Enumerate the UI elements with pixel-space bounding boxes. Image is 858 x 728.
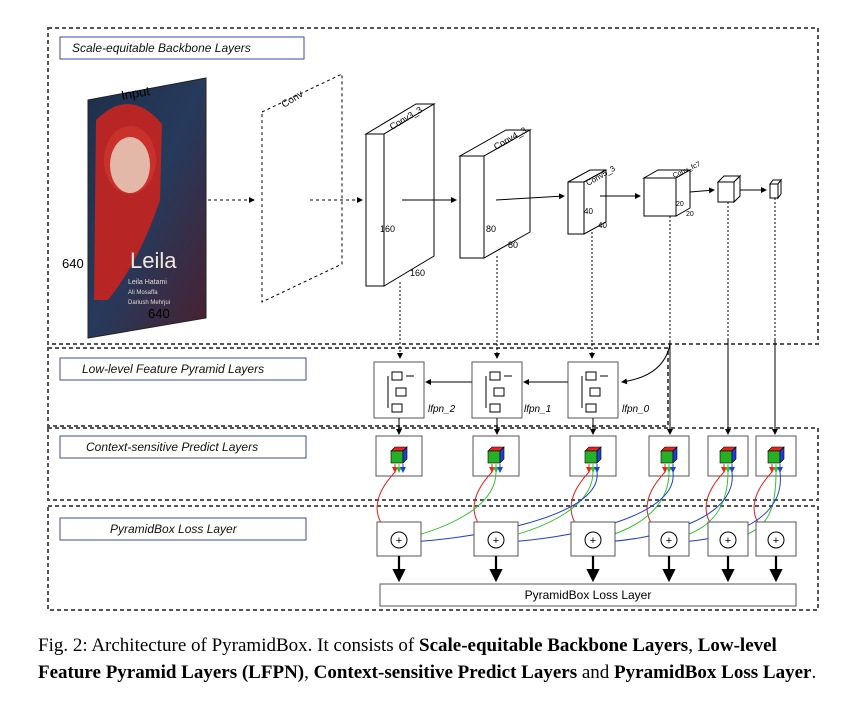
conv4-block <box>458 129 532 259</box>
sum-node <box>660 531 678 549</box>
lfpn-label: Low-level Feature Pyramid Layers <box>82 362 264 376</box>
loss-frame <box>47 505 819 611</box>
backbone-to-cpm-dotted <box>669 198 776 340</box>
input-image: Leila Leila Hatami Ali Mosaffa Dariush M… <box>87 77 207 339</box>
conv5-w: 40 <box>598 221 607 230</box>
lfpn-module <box>471 361 523 419</box>
conv4-to-conv5-arrow <box>495 193 565 201</box>
plus-symbol: + <box>773 535 779 547</box>
plus-symbol: + <box>725 535 731 547</box>
conv-plane: Conv <box>261 73 343 303</box>
cpm-cube <box>390 446 408 464</box>
cpm-cube <box>487 446 505 464</box>
caption-sep-2: , <box>304 662 314 683</box>
conv-label: Conv <box>280 89 306 111</box>
caption-bold-2: Low-level Feature Pyramid Layers (LFPN) <box>38 635 777 683</box>
lfpn-module <box>373 361 425 419</box>
poster-title: Leila <box>130 248 177 273</box>
loss-section-label: PyramidBox Loss Layer <box>110 522 238 536</box>
fc7-w: 20 <box>686 211 694 218</box>
cpm-cube <box>660 446 678 464</box>
lfpn-1-label: lfpn_1 <box>524 404 551 415</box>
backbone-to-cpm-solid <box>621 340 778 435</box>
lfpn-modules <box>373 361 619 419</box>
final-loss-label: PyramidBox Loss Layer <box>525 588 652 602</box>
poster-line-1: Leila Hatami <box>128 279 167 286</box>
fc7-block <box>642 169 692 217</box>
lfpn-2-label: lfpn_2 <box>428 404 456 415</box>
sum-node <box>767 531 785 549</box>
caption-prefix: Fig. 2: Architecture of PyramidBox. It c… <box>38 635 420 656</box>
caption-bold-3: Context-sensitive Predict Layers <box>313 662 578 683</box>
caption-bold-4: PyramidBox Loss Layer <box>614 662 812 683</box>
lfpn-to-cpm-arrows <box>396 418 596 435</box>
plus-symbol: + <box>666 535 672 547</box>
sum-node <box>390 531 408 549</box>
lfpn-0-label: lfpn_0 <box>622 404 650 415</box>
sum-node <box>487 531 505 549</box>
caption-sep-3: and <box>577 662 615 683</box>
backbone-label: Scale-equitable Backbone Layers <box>72 41 251 55</box>
loss-box <box>570 521 616 557</box>
figure-caption: Fig. 2: Architecture of PyramidBox. It c… <box>38 632 838 686</box>
conv5-h: 40 <box>584 207 593 216</box>
conv5-block <box>567 169 607 235</box>
caption-sep-1: , <box>688 635 698 656</box>
conv4-h: 80 <box>486 224 496 234</box>
final-loss-box <box>379 583 797 607</box>
cpm-cube <box>719 446 737 464</box>
conv3-h: 160 <box>380 224 395 234</box>
sum-node <box>584 531 602 549</box>
plus-symbol: + <box>590 535 596 547</box>
fc7-h: 20 <box>676 201 684 208</box>
input-label: Input <box>120 83 151 103</box>
input-width-label: 640 <box>148 306 170 321</box>
fc7-to-conv6-arrow <box>689 187 715 194</box>
cpm-cube <box>767 446 785 464</box>
cpm-frame <box>47 427 819 501</box>
backbone-to-lfpn-arrows <box>397 232 595 359</box>
blue-arrow <box>676 471 781 545</box>
section-label-loss: PyramidBox Loss Layer <box>59 517 307 541</box>
caption-suffix: . <box>811 662 817 683</box>
input-height-label: 640 <box>62 256 84 271</box>
cpm-label: Context-sensitive Predict Layers <box>86 440 258 454</box>
plus-symbol: + <box>396 535 402 547</box>
loss-modules: + + + + + + <box>376 521 797 583</box>
blue-arrow <box>406 471 598 545</box>
poster-line-3: Dariush Mehrjui <box>128 300 170 306</box>
cpm-cube <box>584 446 602 464</box>
backbone-frame <box>47 27 819 345</box>
section-label-cpm: Context-sensitive Predict Layers <box>59 435 307 459</box>
poster-line-2: Ali Mosaffa <box>128 290 158 296</box>
conv6-block <box>716 174 742 204</box>
sum-node <box>719 531 737 549</box>
conv7-block <box>769 178 782 200</box>
cpm-modules <box>375 435 797 545</box>
conv3-block <box>364 103 436 287</box>
section-label-lfpn: Low-level Feature Pyramid Layers <box>59 357 307 381</box>
lfpn-module <box>567 361 619 419</box>
lfpn-frame <box>47 347 669 427</box>
conv3-w: 160 <box>410 268 425 278</box>
section-label-backbone: Scale-equitable Backbone Layers <box>59 36 305 60</box>
plus-symbol: + <box>493 535 499 547</box>
section-frames <box>47 27 819 611</box>
conv4-w: 80 <box>508 240 518 250</box>
caption-bold-1: Scale-equitable Backbone Layers <box>419 635 689 656</box>
